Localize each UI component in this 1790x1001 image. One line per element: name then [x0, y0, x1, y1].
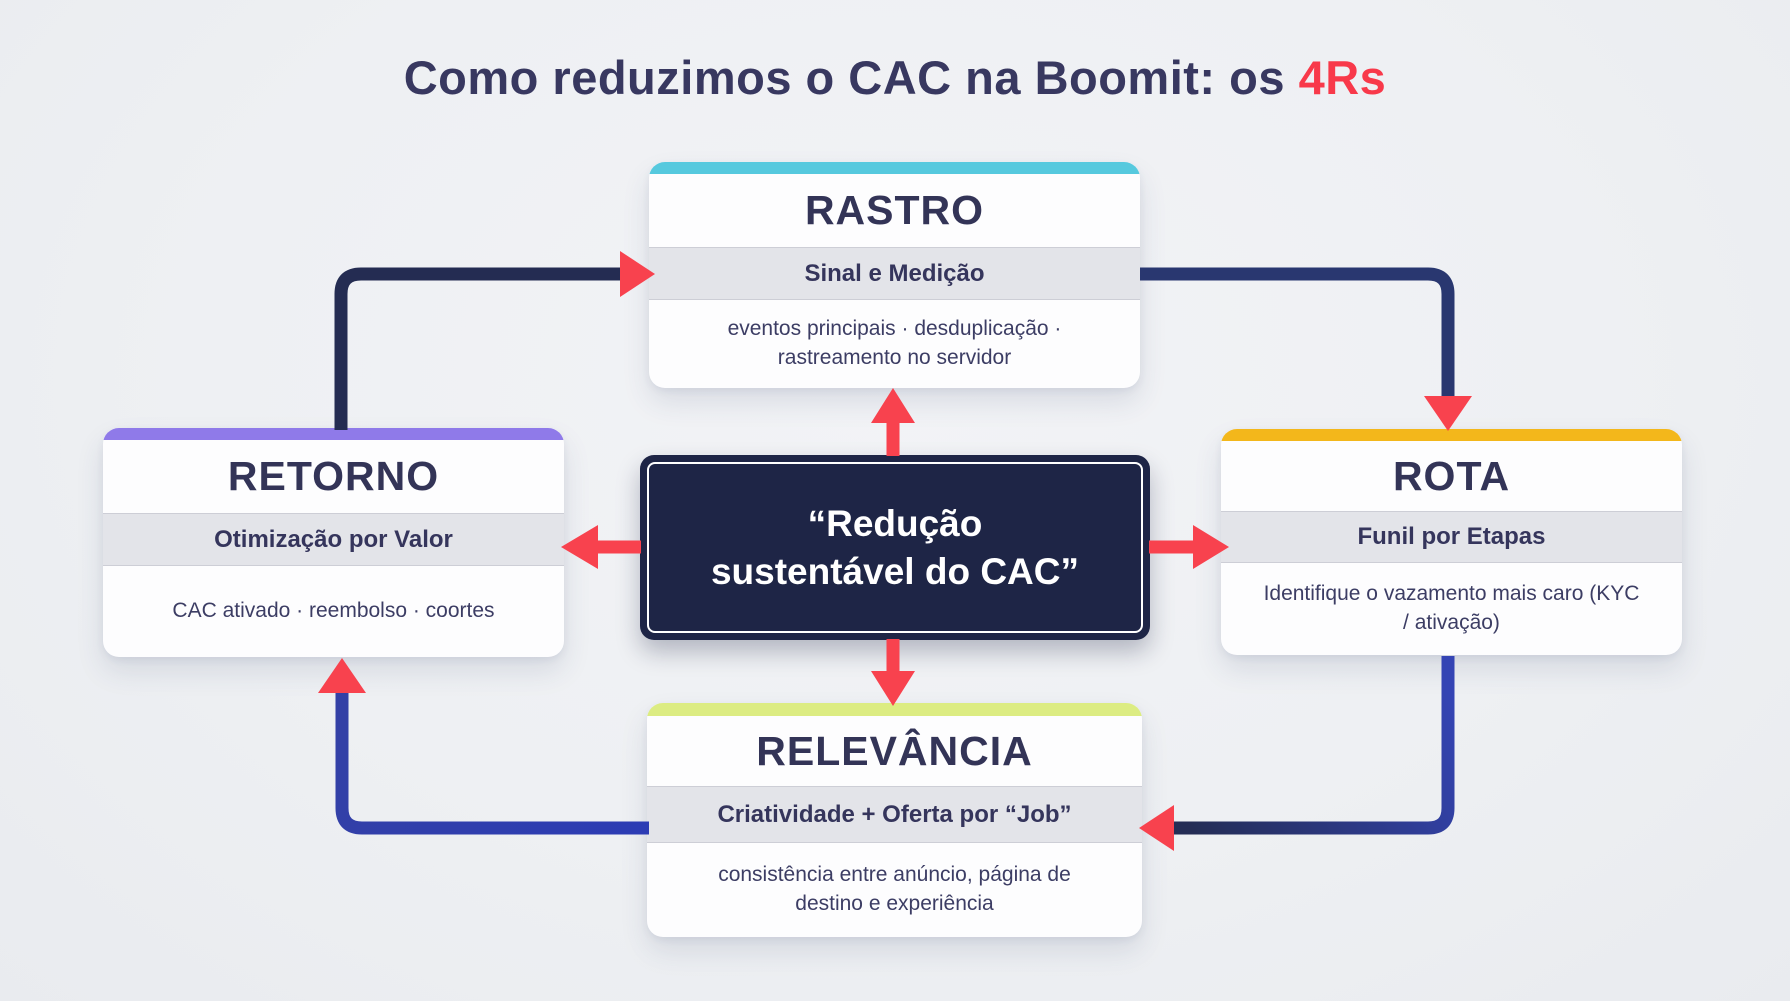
- card-rota-title: ROTA: [1392, 452, 1511, 499]
- page-title: Como reduzimos o CAC na Boomit: os 4Rs: [0, 50, 1790, 105]
- card-relevancia-accent-bar: [647, 703, 1142, 716]
- card-rastro: RASTRO Sinal e Medição eventos principai…: [649, 162, 1140, 388]
- card-relevancia: RELEVÂNCIA Criatividade + Oferta por “Jo…: [647, 703, 1142, 937]
- card-rota-subtitle: Funil por Etapas: [1221, 511, 1682, 563]
- card-rastro-accent-bar: [649, 162, 1140, 174]
- page-title-text: Como reduzimos o CAC na Boomit: os: [403, 51, 1299, 104]
- center-arrow-down-icon: [871, 639, 915, 706]
- card-retorno-title: RETORNO: [227, 453, 440, 499]
- card-rastro-body: eventos principais · desduplicação · ras…: [649, 300, 1140, 388]
- card-retorno-body-text: CAC ativado · reembolso · coortes: [172, 599, 495, 623]
- card-retorno-subtitle: Otimização por Valor: [103, 513, 564, 566]
- card-relevancia-subtitle: Criatividade + Oferta por “Job”: [647, 786, 1142, 843]
- card-relevancia-body: consistência entre anúncio, página de de…: [647, 843, 1142, 937]
- card-relevancia-body-text: consistência entre anúncio, página de de…: [718, 863, 1071, 915]
- page-title-highlight: 4Rs: [1298, 51, 1387, 104]
- card-retorno-body: CAC ativado · reembolso · coortes: [103, 566, 564, 657]
- connector-rota-to-relevancia: [1173, 656, 1455, 835]
- card-rota-body-text: Identifique o vazamento mais caro (KYC /…: [1263, 582, 1640, 634]
- center-statement-line1: “Redução: [807, 503, 983, 545]
- center-statement-line2: sustentável do CAC”: [710, 550, 1079, 592]
- card-rota-accent-bar: [1221, 429, 1682, 441]
- connector-relevancia-to-retorno: [335, 692, 649, 835]
- center-statement-box: “Redução sustentável do CAC”: [640, 455, 1150, 640]
- center-statement-text: “Redução sustentável do CAC”: [711, 500, 1079, 595]
- card-rota-body: Identifique o vazamento mais caro (KYC /…: [1221, 563, 1682, 655]
- card-retorno: RETORNO Otimização por Valor CAC ativado…: [103, 428, 564, 657]
- connector-retorno-to-rastro: [334, 267, 621, 430]
- card-rastro-body-text: eventos principais · desduplicação · ras…: [727, 317, 1062, 369]
- center-arrow-right-icon: [1149, 525, 1229, 569]
- arrowhead-into-rota-icon: [1424, 396, 1472, 431]
- center-arrow-left-icon: [561, 525, 641, 569]
- card-relevancia-title: RELEVÂNCIA: [756, 727, 1033, 774]
- card-retorno-accent-bar: [103, 428, 564, 440]
- center-arrow-up-icon: [871, 388, 915, 456]
- card-rastro-subtitle: Sinal e Medição: [649, 247, 1140, 300]
- card-rastro-title: RASTRO: [804, 187, 985, 233]
- arrowhead-into-retorno-icon: [318, 658, 366, 693]
- connector-rastro-to-rota: [1140, 267, 1455, 398]
- card-rota: ROTA Funil por Etapas Identifique o vaza…: [1221, 429, 1682, 655]
- arrowhead-into-relevancia-icon: [1139, 805, 1174, 851]
